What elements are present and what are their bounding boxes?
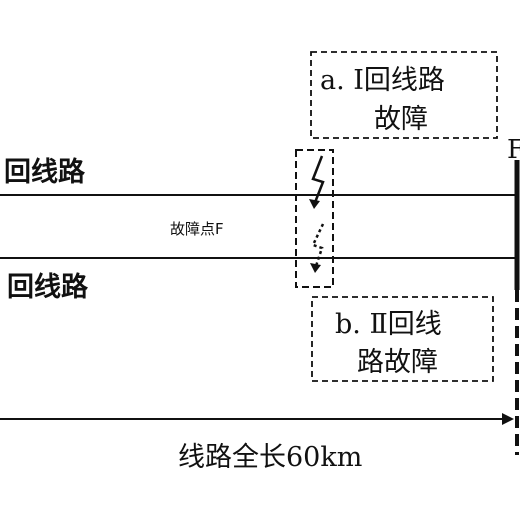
annotation-b-line2: 路故障 [357,347,438,378]
line-i-label: 回线路 [4,156,86,188]
annotation-b-line1: b. Ⅱ回线 [335,309,442,340]
edge-letter: F [507,135,520,165]
annotation-box-b [311,296,494,382]
fault-point-label: 故障点F [170,220,224,238]
length-label: 线路全长60km [178,442,362,473]
annotation-a-line1: a. Ⅰ回线路 [320,65,445,96]
fault-region-box [295,149,334,288]
lightning-bolt-ii-icon [310,223,325,273]
line-ii-label: 回线路 [7,271,89,303]
lightning-bolt-i-icon [309,155,325,209]
annotation-box-a [310,51,498,139]
annotation-a-line2: 故障 [374,104,428,135]
